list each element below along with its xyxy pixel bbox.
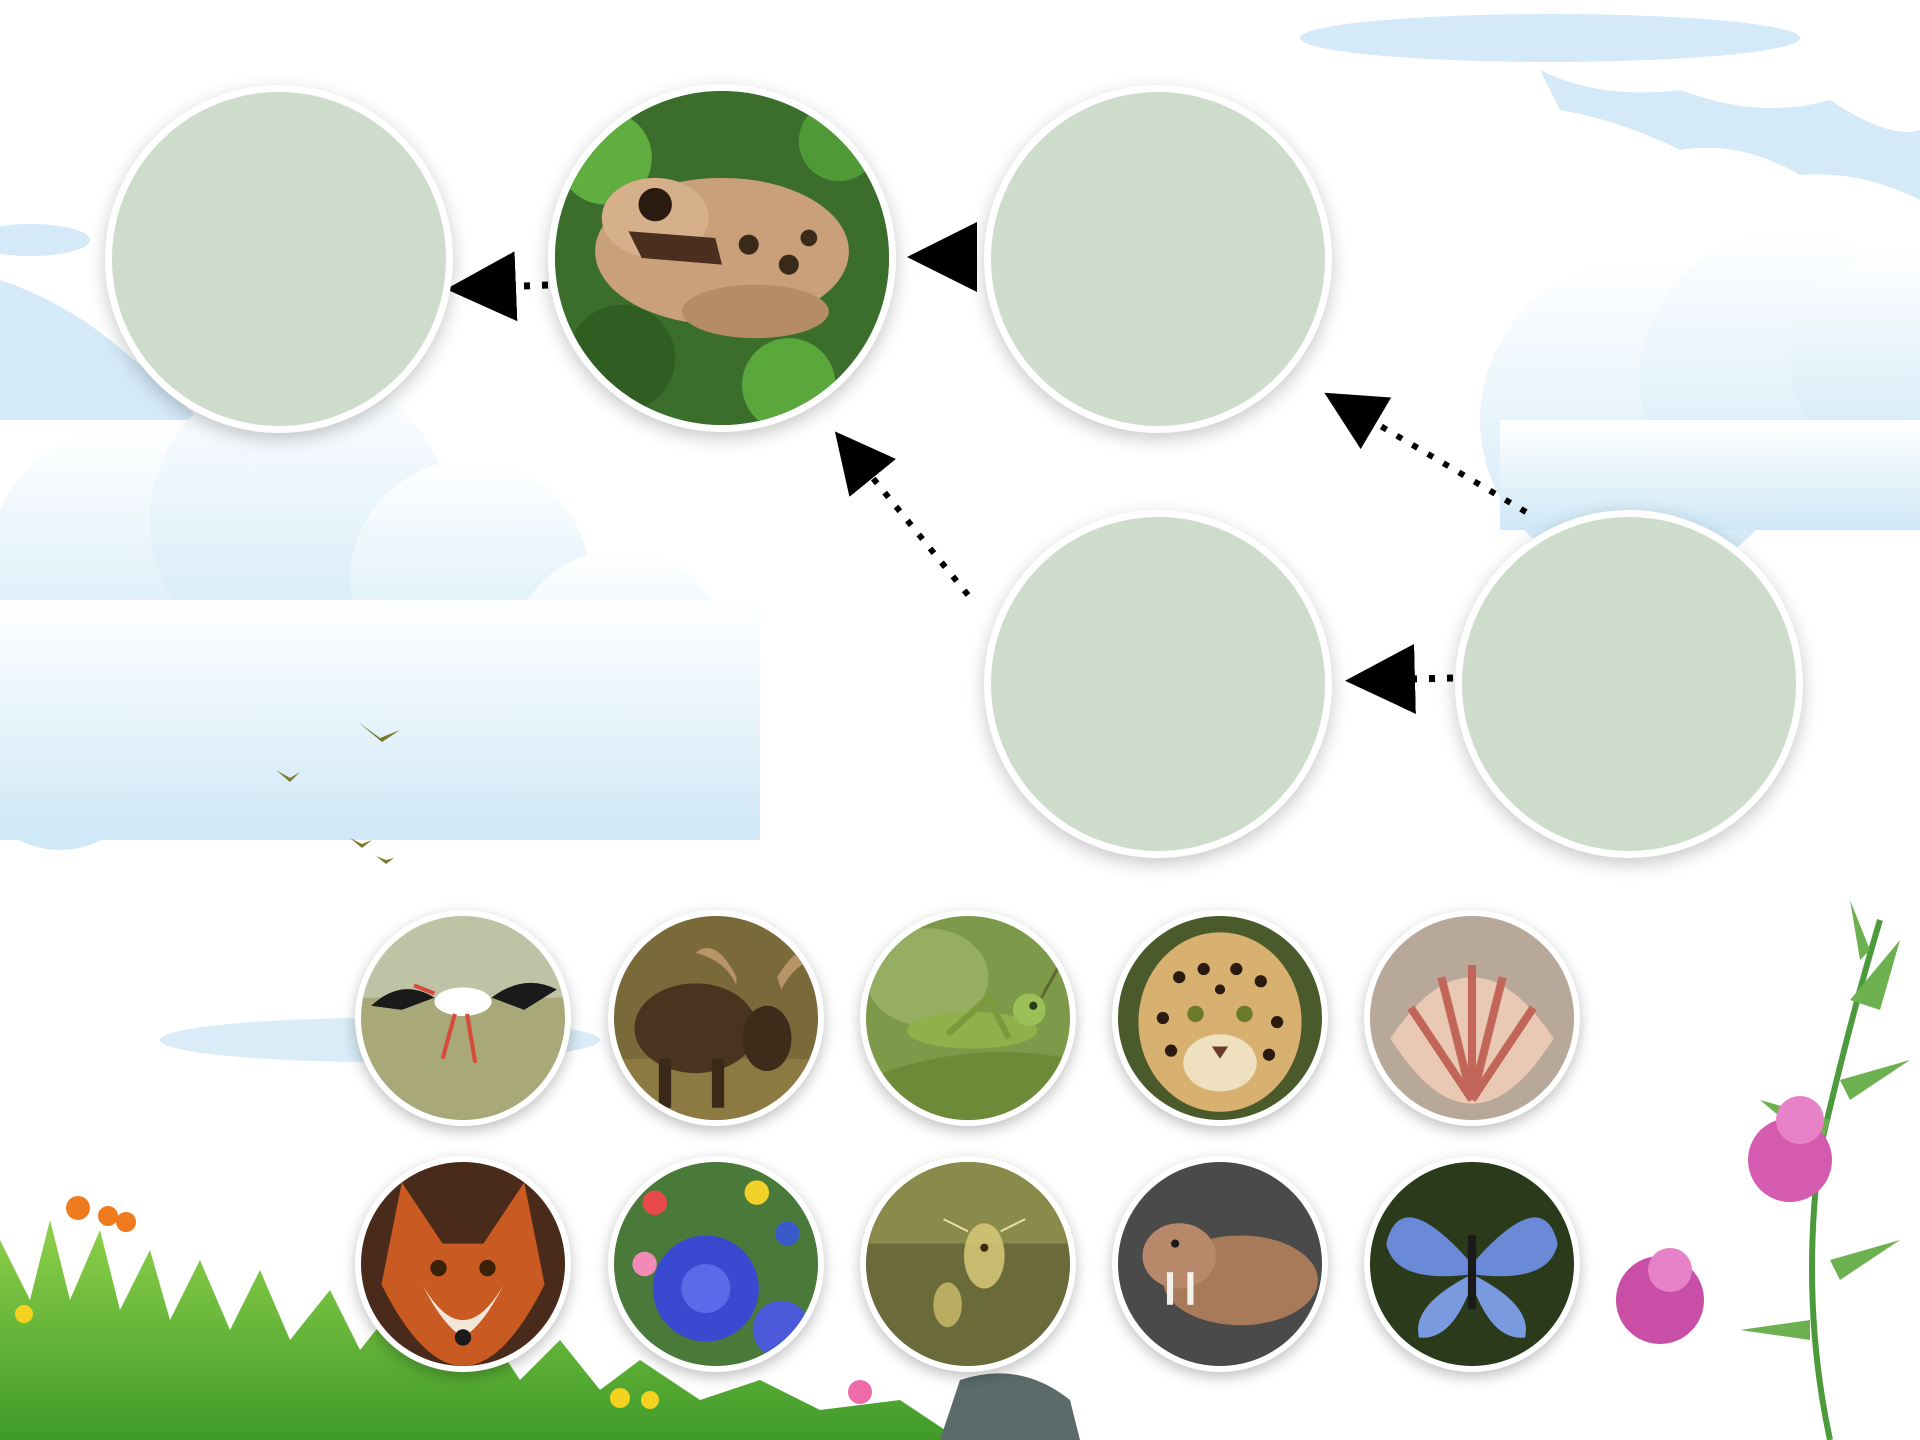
tile-scallop-shell[interactable] — [1364, 910, 1580, 1126]
rock — [940, 1373, 1080, 1440]
frog-photo — [555, 91, 889, 425]
tile-leopard[interactable] — [1112, 910, 1328, 1126]
grasshopper-photo — [866, 916, 1070, 1120]
tile-grasshopper[interactable] — [860, 910, 1076, 1126]
flowering-plant-right — [1616, 900, 1910, 1440]
tile-moose[interactable] — [608, 910, 824, 1126]
tile-walrus[interactable] — [1112, 1156, 1328, 1372]
tile-plankton[interactable] — [860, 1156, 1076, 1372]
tile-stork[interactable] — [355, 910, 571, 1126]
drop-slot-5[interactable] — [1455, 510, 1803, 858]
blue-butterfly-photo — [1370, 1162, 1574, 1366]
flying-birds — [276, 722, 400, 864]
orange-flowers — [15, 1196, 872, 1409]
tile-fox[interactable] — [355, 1156, 571, 1372]
scallop-shell-photo — [1370, 916, 1574, 1120]
drop-slot-3[interactable] — [984, 85, 1332, 433]
cornflower-photo — [614, 1162, 818, 1366]
stork-photo — [361, 916, 565, 1120]
plankton-photo — [866, 1162, 1070, 1366]
moose-photo — [614, 916, 818, 1120]
cloud-right-middle — [1480, 230, 1920, 580]
drop-slot-1[interactable] — [105, 85, 453, 433]
drop-slot-2-frog[interactable] — [548, 84, 896, 432]
leopard-photo — [1118, 916, 1322, 1120]
cloud-top-right — [1300, 14, 1920, 200]
cloud-left-top — [0, 224, 200, 420]
fox-photo — [361, 1162, 565, 1366]
walrus-photo — [1118, 1162, 1322, 1366]
cloud-left-large — [0, 370, 760, 850]
tile-cornflower[interactable] — [608, 1156, 824, 1372]
tile-blue-butterfly[interactable] — [1364, 1156, 1580, 1372]
drop-slot-4[interactable] — [984, 510, 1332, 858]
